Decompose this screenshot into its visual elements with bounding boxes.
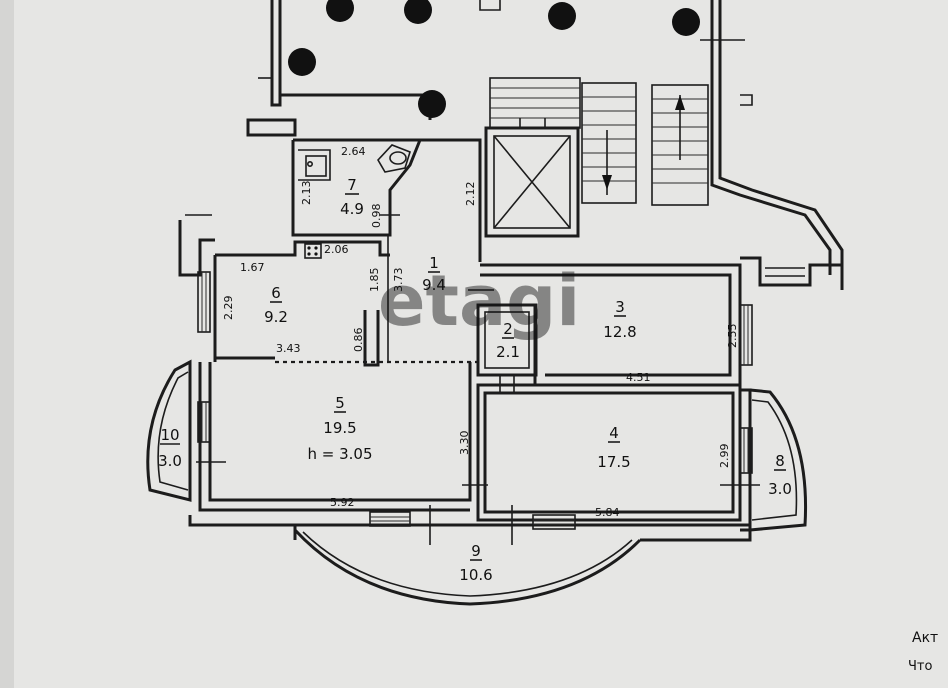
dim-label: 1.85: [368, 268, 381, 293]
corner-text: Что: [908, 659, 932, 674]
room-area: 3.0: [158, 452, 182, 470]
room-1-label: 1 9.4: [422, 254, 446, 294]
room-number: 1: [429, 254, 439, 272]
room-9-label: 9 10.6: [459, 542, 492, 584]
room-area: 2.1: [496, 343, 520, 361]
room-5-label: 5 19.5 h = 3.05: [307, 394, 372, 463]
dim-label: 0.98: [370, 204, 383, 229]
windows: [197, 271, 753, 530]
room-4-label: 4 17.5: [597, 424, 630, 471]
corner-text: Акт: [912, 630, 938, 646]
dim-label: 2.55: [726, 324, 739, 349]
ceiling-height: h = 3.05: [307, 445, 372, 463]
dim-label: 3.43: [276, 342, 301, 355]
elevator-shaft: [484, 118, 580, 238]
room-number: 5: [335, 394, 345, 412]
lobby-columns: [288, 0, 700, 118]
dim-label: 2.99: [718, 444, 731, 469]
room-8-label: 8 3.0: [768, 452, 792, 498]
dim-label: 2.06: [324, 243, 349, 256]
lobby-outline: [246, 0, 844, 290]
room-area: 9.4: [422, 276, 446, 294]
room-7-label: 7 4.9: [340, 176, 364, 218]
dim-label: 3.30: [458, 431, 471, 456]
balconies: [146, 359, 808, 606]
room-number: 6: [271, 284, 281, 302]
dim-label: 0.86: [352, 328, 365, 353]
dimension-labels: 2.64 2.13 0.98 2.12 2.06 1.67 1.85 3.73 …: [222, 145, 739, 519]
room-area: 3.0: [768, 480, 792, 498]
watermark: etagi: [378, 260, 580, 342]
room-number: 3: [615, 298, 625, 316]
dim-label: 2.12: [464, 182, 477, 207]
room-number: 7: [347, 176, 357, 194]
room-number: 8: [775, 452, 785, 470]
room-number: 9: [471, 542, 481, 560]
room-2-label: 2 2.1: [496, 320, 520, 361]
door-marks: [196, 214, 760, 545]
dim-label: 2.13: [300, 181, 313, 206]
room-area: 9.2: [264, 308, 288, 326]
dim-label: 4.51: [626, 371, 651, 384]
room-area: 10.6: [459, 566, 492, 584]
dim-label: 2.64: [341, 145, 366, 158]
dim-label: 1.67: [240, 261, 265, 274]
dim-label: 3.73: [392, 268, 405, 293]
room-3-label: 3 12.8: [603, 298, 636, 341]
apartment-walls: [178, 138, 842, 542]
dim-label: 5.84: [595, 506, 620, 519]
room-area: 17.5: [597, 453, 630, 471]
room-number: 4: [609, 424, 619, 442]
room-10-label: 10 3.0: [158, 426, 182, 470]
dim-label: 5.92: [330, 496, 355, 509]
room-area: 4.9: [340, 200, 364, 218]
dim-label: 2.29: [222, 296, 235, 321]
room-area: 12.8: [603, 323, 636, 341]
room-number: 10: [160, 426, 179, 444]
room-6-label: 6 9.2: [264, 284, 288, 326]
room-area: 19.5: [323, 419, 356, 437]
room-number: 2: [503, 320, 513, 338]
